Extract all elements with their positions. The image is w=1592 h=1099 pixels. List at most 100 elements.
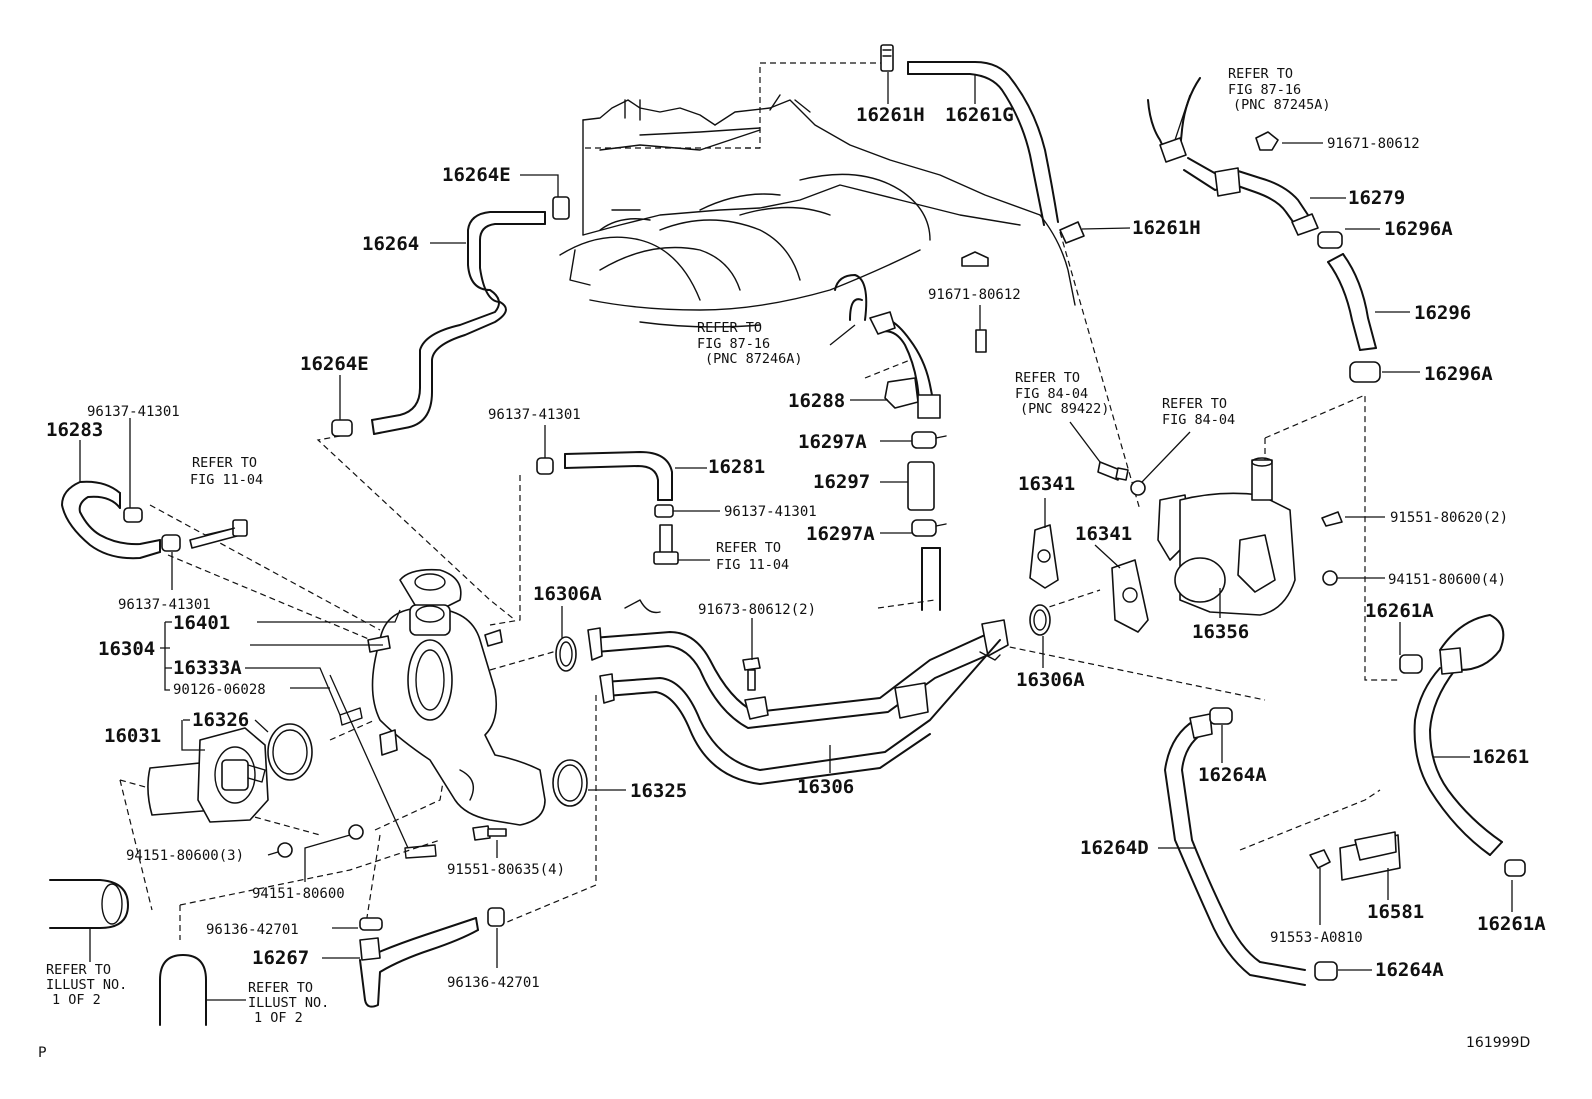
label-90126-06028: 90126-06028 — [173, 682, 266, 698]
svg-text:REFER TO: REFER TO — [697, 320, 762, 336]
svg-text:REFER TO: REFER TO — [192, 455, 257, 471]
label-96137-41301-d: 96137-41301 — [724, 504, 817, 520]
label-91671-80612-right: 91671-80612 — [1327, 136, 1420, 152]
sensor-fig84-04 — [1097, 461, 1146, 496]
label-16264D: 16264D — [1080, 837, 1149, 859]
intake-manifold-outline — [559, 94, 1076, 328]
label-16325: 16325 — [630, 780, 687, 802]
label-16261G: 16261G — [945, 104, 1014, 126]
label-16297: 16297 — [813, 471, 870, 493]
pipe-lower-vertical — [921, 547, 941, 611]
ref-fig84-04-right: REFER TO FIG 84-04 — [1162, 396, 1235, 428]
svg-text:1 OF 2: 1 OF 2 — [52, 992, 101, 1008]
clamp-96136-42701-b — [487, 907, 505, 927]
label-16296A-top: 16296A — [1384, 218, 1453, 240]
svg-text:ILLUST NO.: ILLUST NO. — [46, 977, 127, 993]
clamp-96137-41301-b — [161, 534, 181, 552]
svg-text:1 OF 2: 1 OF 2 — [254, 1010, 303, 1026]
label-16401: 16401 — [173, 612, 230, 634]
nut-94151-80600-4 — [1322, 570, 1338, 586]
label-91551-80635: 91551-80635(4) — [447, 862, 565, 878]
ref-illust-left: REFER TO ILLUST NO. 1 OF 2 — [46, 962, 127, 1008]
svg-text:REFER TO: REFER TO — [1015, 370, 1080, 386]
hose-16283 — [61, 480, 161, 560]
label-16304: 16304 — [98, 638, 155, 660]
nut-94151-80600-3 — [277, 842, 293, 858]
clamp-96136-42701-a — [359, 917, 383, 931]
label-91553-A0810: 91553-A0810 — [1270, 930, 1363, 946]
svg-text:(PNC 87245A): (PNC 87245A) — [1233, 97, 1331, 113]
svg-text:REFER TO: REFER TO — [1162, 396, 1227, 412]
clamp-16261A-bot — [1504, 859, 1526, 877]
bolt-91551-80620 — [1321, 511, 1343, 527]
label-16264A-bot: 16264A — [1375, 959, 1444, 981]
hose-16261G — [907, 61, 1059, 226]
reference-notes: REFER TO FIG 87-16 (PNC 87246A) REFER TO… — [46, 66, 1331, 1026]
gasket-16306A-left — [555, 636, 577, 672]
svg-text:(PNC 89422): (PNC 89422) — [1020, 401, 1109, 417]
label-96136-42701-b: 96136-42701 — [447, 975, 540, 991]
hose-16264D — [1164, 713, 1306, 986]
ref-fig87-16-right: REFER TO FIG 87-16 (PNC 87245A) — [1228, 66, 1331, 113]
connector-16261H-top — [880, 44, 894, 72]
label-16306: 16306 — [797, 776, 854, 798]
label-96137-41301-c: 96137-41301 — [488, 407, 581, 423]
connector-16261H-right — [1059, 221, 1085, 244]
svg-text:REFER TO: REFER TO — [46, 962, 111, 978]
label-16261A-bot: 16261A — [1477, 913, 1546, 935]
label-16297A-bot: 16297A — [806, 523, 875, 545]
svg-text:FIG 87-16: FIG 87-16 — [1228, 82, 1301, 98]
gasket-16306A-right — [1029, 604, 1051, 636]
clamp-96137-41301-c — [536, 457, 554, 475]
label-16288: 16288 — [788, 390, 845, 412]
hose-16296 — [1327, 253, 1377, 351]
hose-16267 — [359, 917, 479, 1008]
label-16306A-right: 16306A — [1016, 669, 1085, 691]
pipe-16288 — [834, 274, 941, 419]
leader-lines — [79, 72, 1513, 1001]
hose-fig87-16-right — [1147, 77, 1201, 163]
svg-text:FIG 84-04: FIG 84-04 — [1015, 386, 1088, 402]
label-16341-a: 16341 — [1018, 473, 1075, 495]
label-96136-42701-a: 96136-42701 — [206, 922, 299, 938]
label-16283: 16283 — [46, 419, 103, 441]
svg-text:(PNC 87246A): (PNC 87246A) — [705, 351, 803, 367]
clamp-16261A-top — [1399, 654, 1423, 674]
gasket-16341-a — [1029, 524, 1059, 589]
label-16261: 16261 — [1472, 746, 1529, 768]
label-16306A-left: 16306A — [533, 583, 602, 605]
label-16356: 16356 — [1192, 621, 1249, 643]
label-94151-80600-4: 94151-80600(4) — [1388, 572, 1506, 588]
clamp-16296A-top — [1317, 231, 1343, 249]
label-16261H-top: 16261H — [856, 104, 925, 126]
svg-text:REFER TO: REFER TO — [248, 980, 313, 996]
clamp-16264E-top — [552, 196, 570, 220]
clamp-16264A-top — [1209, 707, 1233, 725]
part-labels: 16261H 16261G 16264E 16264 16264E 96137-… — [46, 104, 1546, 991]
label-16267: 16267 — [252, 947, 309, 969]
clamp-96137-41301-a — [123, 507, 143, 523]
nut-94151-80600 — [348, 824, 364, 840]
label-94151-80600: 94151-80600 — [252, 886, 345, 902]
label-96137-41301-a: 96137-41301 — [87, 404, 180, 420]
gasket-16325 — [552, 759, 588, 807]
clamp-96137-41301-d — [654, 504, 674, 518]
label-91671-80612-mid: 91671-80612 — [928, 287, 1021, 303]
label-16297A-top: 16297A — [798, 431, 867, 453]
label-94151-80600-3: 94151-80600(3) — [126, 848, 244, 864]
assembly-dashed-lines — [119, 62, 1400, 940]
bracket-16581 — [1339, 831, 1401, 881]
hose-16264 — [371, 211, 546, 435]
housing-16356 — [1157, 457, 1296, 616]
label-16261A-top: 16261A — [1365, 600, 1434, 622]
hose-16281 — [564, 451, 673, 501]
label-16341-b: 16341 — [1075, 523, 1132, 545]
svg-text:REFER TO: REFER TO — [1228, 66, 1293, 82]
label-16264E-left: 16264E — [300, 353, 369, 375]
label-96137-41301-b: 96137-41301 — [118, 597, 211, 613]
svg-text:FIG 11-04: FIG 11-04 — [716, 557, 789, 573]
ref-fig11-04-left: REFER TO FIG 11-04 — [190, 455, 263, 488]
bolt-fig11-04-left — [189, 519, 248, 549]
label-16296A-bot: 16296A — [1424, 363, 1493, 385]
